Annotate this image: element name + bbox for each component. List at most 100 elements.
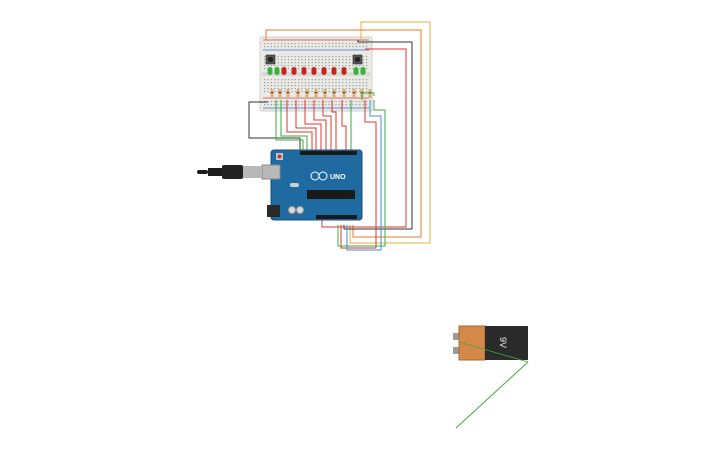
breadboard-hole <box>328 85 330 87</box>
resistor[interactable] <box>332 89 336 98</box>
breadboard-hole <box>352 104 354 106</box>
breadboard-hole <box>359 68 361 70</box>
breadboard-hole <box>359 88 361 90</box>
breadboard-hole <box>352 46 354 48</box>
wire-green-battery[interactable] <box>455 361 529 429</box>
wire-red-2[interactable] <box>295 100 317 152</box>
breadboard-hole <box>321 46 323 48</box>
breadboard-hole <box>328 59 330 61</box>
led[interactable] <box>281 67 287 75</box>
arduino-capacitor-1 <box>288 206 296 214</box>
led-row <box>267 67 366 75</box>
breadboard-hole <box>362 65 364 67</box>
led[interactable] <box>331 67 337 75</box>
breadboard-hole <box>284 59 286 61</box>
wire-red-3[interactable] <box>304 100 322 152</box>
wire-yellow-loop[interactable] <box>349 21 431 244</box>
wire-black-ground[interactable] <box>248 101 301 150</box>
breadboard-hole <box>281 104 283 106</box>
breadboard-hole <box>362 43 364 45</box>
breadboard-hole <box>287 82 289 84</box>
breadboard-hole <box>345 82 347 84</box>
battery-terminal-1 <box>453 333 459 340</box>
led[interactable] <box>353 67 359 75</box>
breadboard-hole <box>315 65 317 67</box>
wire-orange-loop[interactable] <box>265 29 422 238</box>
breadboard-hole <box>291 88 293 90</box>
wire-red-7[interactable] <box>341 100 347 152</box>
led[interactable] <box>301 67 307 75</box>
breadboard-hole <box>287 43 289 45</box>
wire-green-battery-top[interactable] <box>458 341 529 363</box>
breadboard-hole <box>284 46 286 48</box>
resistor[interactable] <box>342 89 346 98</box>
resistor[interactable] <box>270 89 274 98</box>
arduino-usb-jack[interactable] <box>261 164 281 180</box>
led[interactable] <box>291 67 297 75</box>
led[interactable] <box>311 67 317 75</box>
led[interactable] <box>274 67 280 75</box>
breadboard-hole <box>349 82 351 84</box>
led[interactable] <box>267 67 273 75</box>
resistor[interactable] <box>305 89 309 98</box>
breadboard-hole <box>287 65 289 67</box>
wire-red-6[interactable] <box>331 100 337 152</box>
breadboard-hole <box>270 85 272 87</box>
breadboard-hole <box>281 56 283 58</box>
led[interactable] <box>360 67 366 75</box>
arduino-logo-icon <box>310 171 328 181</box>
breadboard-hole <box>325 56 327 58</box>
breadboard-hole <box>270 46 272 48</box>
breadboard-hole <box>264 88 266 90</box>
resistor[interactable] <box>296 89 300 98</box>
wire-black-loop[interactable] <box>343 40 413 230</box>
wire-green-2[interactable] <box>280 100 308 152</box>
breadboard-hole <box>338 59 340 61</box>
breadboard-hole <box>264 65 266 67</box>
pushbutton-right[interactable] <box>352 54 363 65</box>
breadboard-hole <box>362 88 364 90</box>
arduino-power-jack[interactable] <box>267 205 280 217</box>
wire-red-1[interactable] <box>286 100 313 152</box>
breadboard-hole <box>355 104 357 106</box>
breadboard-hole <box>294 101 296 103</box>
breadboard-hole <box>359 46 361 48</box>
breadboard-hole <box>332 65 334 67</box>
arduino-uno[interactable]: UNO <box>261 149 363 221</box>
resistor[interactable] <box>352 89 356 98</box>
breadboard-hole <box>264 59 266 61</box>
breadboard-hole <box>349 68 351 70</box>
wire-red-loop[interactable] <box>321 48 407 228</box>
breadboard-hole <box>345 79 347 81</box>
led[interactable] <box>341 67 347 75</box>
breadboard-hole <box>284 79 286 81</box>
led[interactable] <box>321 67 327 75</box>
wire-red-4[interactable] <box>313 100 327 152</box>
resistor[interactable] <box>286 89 290 98</box>
wire-red-right[interactable] <box>340 100 377 249</box>
wire-red-5[interactable] <box>322 100 332 152</box>
usb-cable[interactable] <box>197 165 262 179</box>
breadboard-hole <box>304 56 306 58</box>
battery-9v[interactable]: 9V <box>453 325 528 361</box>
wire-green-right[interactable] <box>337 100 386 247</box>
resistor[interactable] <box>323 89 327 98</box>
breadboard-hole <box>355 82 357 84</box>
breadboard-hole <box>321 101 323 103</box>
breadboard-hole <box>301 91 303 93</box>
wire-green-4[interactable] <box>361 92 375 100</box>
resistor[interactable] <box>278 89 282 98</box>
wire-green-1[interactable] <box>275 100 304 152</box>
breadboard-hole <box>345 62 347 64</box>
breadboard-hole <box>366 59 368 61</box>
breadboard-hole <box>304 85 306 87</box>
breadboard-hole <box>277 101 279 103</box>
breadboard-hole <box>287 59 289 61</box>
breadboard-hole <box>301 65 303 67</box>
resistor[interactable] <box>314 89 318 98</box>
pushbutton-left[interactable] <box>265 54 276 65</box>
breadboard-hole <box>362 62 364 64</box>
breadboard-hole <box>308 56 310 58</box>
breadboard-hole <box>287 101 289 103</box>
